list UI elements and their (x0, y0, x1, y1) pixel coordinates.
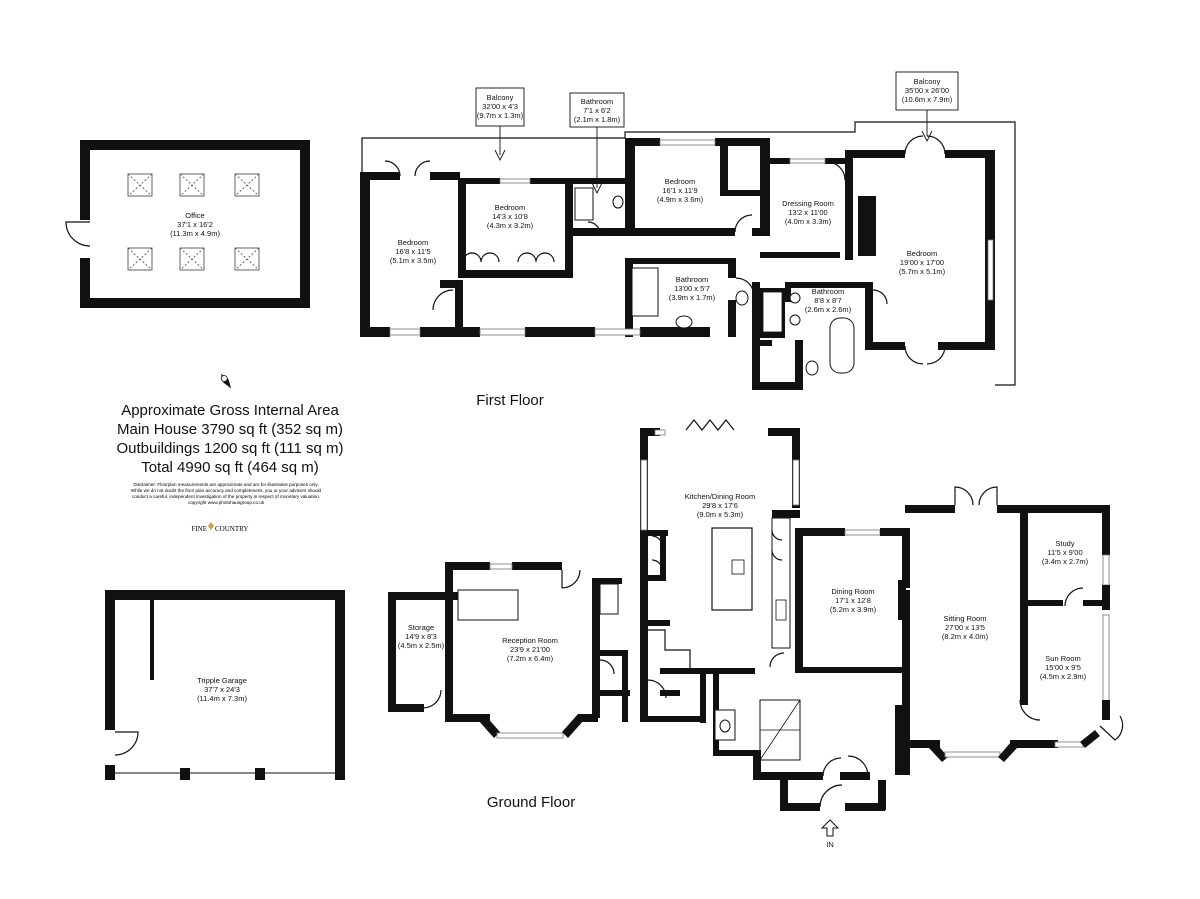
room-name: Reception Room (502, 636, 558, 645)
callout-name: Balcony (487, 93, 514, 102)
room-dims: 13'00 x 5'7 (674, 284, 710, 293)
room-dims: 15'00 x 9'5 (1045, 663, 1081, 672)
room-label: Sun Room 15'00 x 9'5 (4.5m x 2.9m) (1040, 654, 1087, 681)
entrance-label: IN (826, 840, 834, 849)
room-metric: (8.2m x 4.0m) (942, 632, 989, 641)
room-dims: 14'9 x 8'3 (405, 632, 437, 641)
room-dims: 37'7 x 24'3 (204, 685, 240, 694)
room-name: Bedroom (398, 238, 428, 247)
room-metric: (4.3m x 3.2m) (487, 221, 534, 230)
room-label: Sitting Room 27'00 x 13'5 (8.2m x 4.0m) (942, 614, 989, 641)
garage-outbuilding: Tripple Garage 37'7 x 24'3 (11.4m x 7.3m… (105, 590, 345, 780)
room-name: Kitchen/Dining Room (685, 492, 755, 501)
skylight-icon (127, 173, 260, 271)
room-dims: 11'5 x 9'00 (1047, 548, 1082, 557)
room-dims: 16'8 x 11'5 (395, 247, 430, 256)
room-name: Study (1055, 539, 1074, 548)
room-metric: (5.7m x 5.1m) (899, 267, 946, 276)
disclaimer-line: conduct a careful, independent investiga… (132, 494, 320, 499)
brand-left: FINE (191, 525, 207, 533)
room-dims: 14'3 x 10'8 (492, 212, 528, 221)
first-floor-label: First Floor (476, 392, 544, 409)
room-label: Reception Room 23'9 x 21'00 (7.2m x 6.4m… (502, 636, 558, 663)
room-label: Kitchen/Dining Room 29'8 x 17'6 (9.0m x … (685, 492, 755, 519)
brand-right: COUNTRY (215, 525, 248, 533)
room-dims: 29'8 x 17'6 (702, 501, 738, 510)
room-metric: (3.9m x 1.7m) (669, 293, 716, 302)
room-metric: (7.2m x 6.4m) (507, 654, 554, 663)
room-metric: (5.1m x 3.5m) (390, 256, 437, 265)
callout-metric: (10.6m x 7.9m) (902, 95, 953, 104)
callout-balcony-west: Balcony 32'00 x 4'3 (9.7m x 1.3m) (475, 87, 525, 162)
room-metric: (11.3m x 4.9m) (170, 229, 220, 238)
room-dims: 8'8 x 8'7 (814, 296, 841, 305)
compass-icon (220, 373, 232, 389)
room-metric: (9.0m x 5.3m) (697, 510, 744, 519)
room-label: Dressing Room 13'2 x 11'00 (4.0m x 3.3m) (782, 199, 834, 226)
room-name: Sun Room (1045, 654, 1080, 663)
room-name: Bedroom (495, 203, 525, 212)
room-name: Dining Room (831, 587, 874, 596)
ground-floor-plan: IN Storage 14'9 x 8'3 (4.5m x 2.5m) (388, 419, 1124, 849)
room-label: Bathroom 13'00 x 5'7 (3.9m x 1.7m) (669, 275, 716, 302)
room-label: Bedroom 16'1 x 11'9 (4.9m x 3.6m) (657, 177, 704, 204)
first-floor-plan: Balcony 32'00 x 4'3 (9.7m x 1.3m) Bathro… (360, 71, 1016, 409)
room-metric: (2.6m x 2.6m) (805, 305, 852, 314)
callout-metric: (2.1m x 1.8m) (574, 115, 621, 124)
room-dims: 13'2 x 11'00 (788, 208, 827, 217)
room-metric: (11.4m x 7.3m) (197, 694, 247, 703)
callout-bathroom: Bathroom 7'1 x 6'2 (2.1m x 1.8m) (569, 92, 625, 195)
room-name: Office (185, 211, 204, 220)
room-name: Bathroom (676, 275, 709, 284)
brand-logo: FINE COUNTRY (191, 522, 248, 533)
room-label: Dining Room 17'1 x 12'8 (5.2m x 3.9m) (830, 587, 877, 614)
room-label: Study 11'5 x 9'00 (3.4m x 2.7m) (1042, 539, 1089, 566)
callout-dims: 7'1 x 6'2 (583, 106, 610, 115)
room-metric: (4.9m x 3.6m) (657, 195, 704, 204)
room-name: Bathroom (812, 287, 845, 296)
callout-name: Bathroom (581, 97, 614, 106)
disclaimer-line: Disclaimer: Floorplan measurements are a… (133, 482, 318, 487)
room-metric: (4.5m x 2.9m) (1040, 672, 1087, 681)
room-label: Bedroom 14'3 x 10'8 (4.3m x 3.2m) (487, 203, 534, 230)
disclaimer-line: copyright www.photohausgroup.co.uk (188, 500, 265, 505)
callout-balcony-east: Balcony 35'00 x 26'00 (10.6m x 7.9m) (895, 71, 959, 143)
office-outbuilding: Office 37'1 x 16'2 (11.3m x 4.9m) (65, 140, 310, 308)
room-name: Dressing Room (782, 199, 834, 208)
callout-dims: 32'00 x 4'3 (482, 102, 518, 111)
room-name: Bedroom (665, 177, 695, 186)
room-metric: (4.5m x 2.5m) (398, 641, 445, 650)
entrance-arrow-icon (820, 819, 840, 837)
room-dims: 27'00 x 13'5 (945, 623, 985, 632)
room-label: Storage 14'9 x 8'3 (4.5m x 2.5m) (398, 623, 445, 650)
room-dims: 23'9 x 21'00 (510, 645, 550, 654)
room-metric: (5.2m x 3.9m) (830, 605, 877, 614)
room-name: Bedroom (907, 249, 937, 258)
room-dims: 17'1 x 12'8 (835, 596, 871, 605)
disclaimer-line: While we do not doubt the floor plan acc… (131, 488, 322, 493)
area-total: Total 4990 sq ft (464 sq m) (141, 459, 319, 476)
room-label: Bedroom 19'00 x 17'00 (5.7m x 5.1m) (899, 249, 946, 276)
area-outbuildings: Outbuildings 1200 sq ft (111 sq m) (116, 440, 343, 457)
area-heading: Approximate Gross Internal Area (121, 402, 339, 419)
room-metric: (3.4m x 2.7m) (1042, 557, 1089, 566)
room-dims: 16'1 x 11'9 (662, 186, 697, 195)
room-dims: 19'00 x 17'00 (900, 258, 944, 267)
callout-name: Balcony (914, 77, 941, 86)
room-dims: 37'1 x 16'2 (177, 220, 213, 229)
room-name: Storage (408, 623, 434, 632)
room-name: Tripple Garage (197, 676, 247, 685)
ground-floor-label: Ground Floor (487, 794, 575, 811)
room-label: Bathroom 8'8 x 8'7 (2.6m x 2.6m) (805, 287, 852, 314)
area-summary: Approximate Gross Internal Area Main Hou… (116, 373, 344, 533)
room-name: Sitting Room (944, 614, 987, 623)
area-main-house: Main House 3790 sq ft (352 sq m) (117, 421, 343, 438)
callout-metric: (9.7m x 1.3m) (477, 111, 524, 120)
callout-dims: 35'00 x 26'00 (905, 86, 949, 95)
room-metric: (4.0m x 3.3m) (785, 217, 832, 226)
room-label: Bedroom 16'8 x 11'5 (5.1m x 3.5m) (390, 238, 437, 265)
